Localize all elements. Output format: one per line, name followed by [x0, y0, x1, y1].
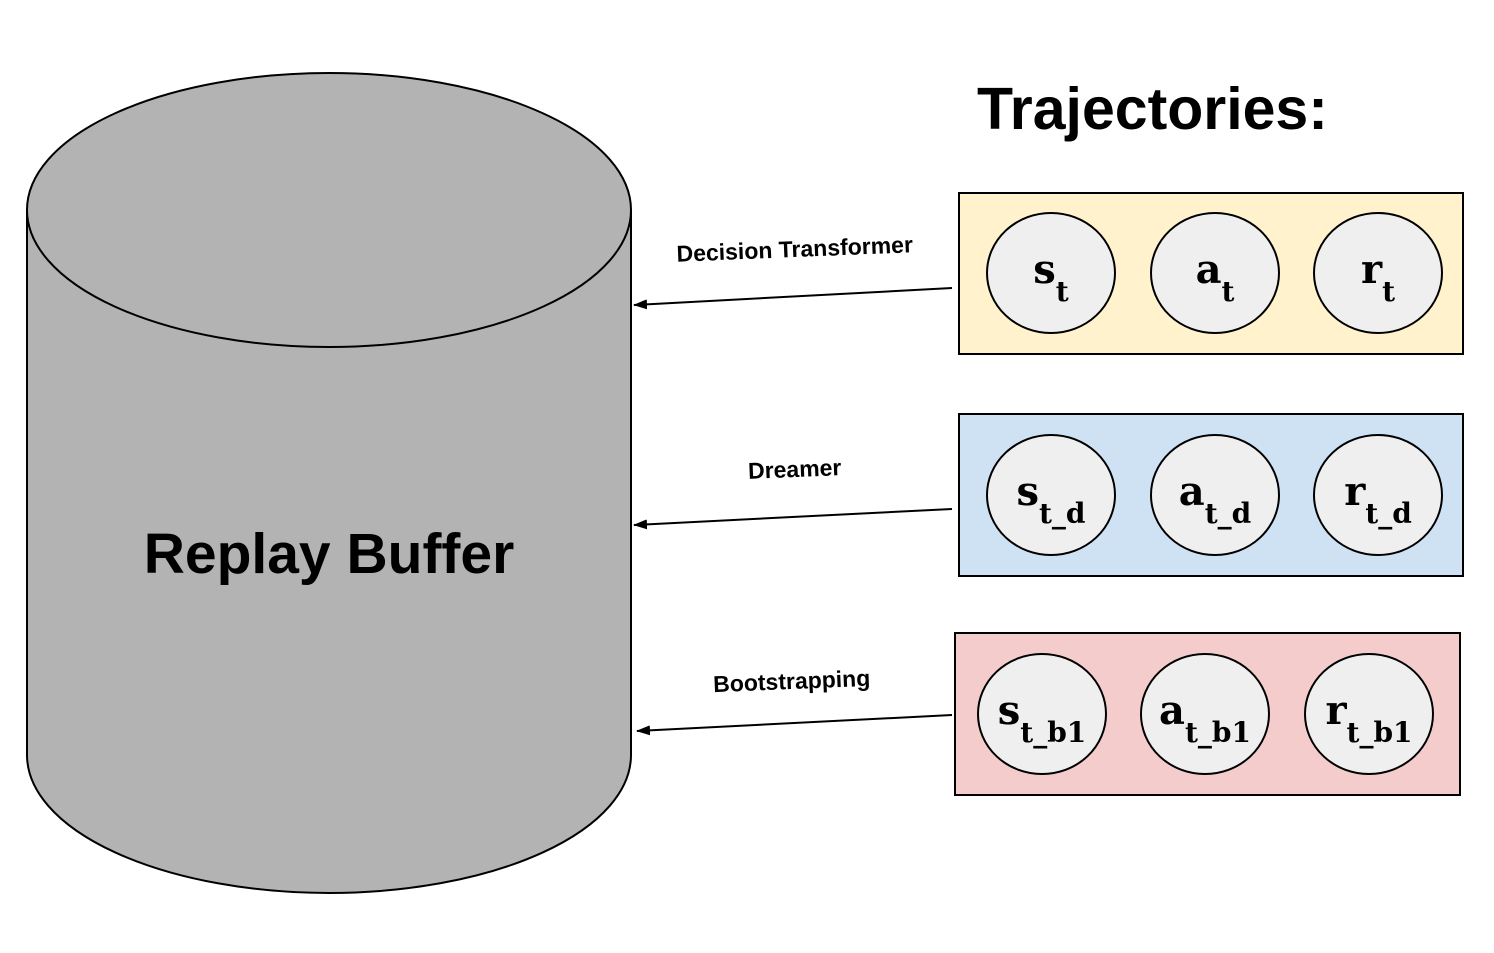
bootstrapping-row: Bootstrapping st_b1 at_b1 rt_b1: [636, 632, 1461, 796]
action-circle: [1140, 653, 1270, 775]
action-node: at_d: [1150, 434, 1280, 556]
replay-buffer-cylinder: Replay Buffer: [26, 72, 632, 894]
action-node: at_b1: [1140, 653, 1270, 775]
trajectories-title: Trajectories:: [977, 76, 1328, 142]
bootstrapping-arrow: [636, 714, 953, 736]
action-circle: [1150, 434, 1280, 556]
reward-subscript: t: [1382, 275, 1395, 308]
state-node: st_b1: [977, 653, 1107, 775]
cylinder-top: [26, 72, 632, 348]
cylinder-body: [26, 210, 632, 894]
state-subscript: t: [1056, 275, 1069, 308]
decision-transformer-label: Decision Transformer: [676, 231, 913, 266]
state-circle: [986, 434, 1116, 556]
state-subscript: t_b1: [1020, 716, 1086, 749]
dreamer-arrow: [633, 508, 953, 530]
reward-subscript: t_d: [1365, 497, 1412, 530]
state-node: st_d: [986, 434, 1116, 556]
action-node: at: [1150, 212, 1280, 334]
reward-node: rt: [1313, 212, 1443, 334]
action-subscript: t: [1221, 275, 1234, 308]
bootstrapping-label: Bootstrapping: [713, 665, 871, 697]
state-subscript: t_d: [1039, 497, 1086, 530]
action-circle: [1150, 212, 1280, 334]
decision-transformer-arrow: [633, 287, 953, 310]
reward-node: rt_d: [1313, 434, 1443, 556]
dreamer-label: Dreamer: [748, 454, 842, 484]
reward-subscript: t_b1: [1347, 716, 1413, 749]
state-node: st: [986, 212, 1116, 334]
action-subscript: t_d: [1205, 497, 1252, 530]
action-subscript: t_b1: [1185, 716, 1251, 749]
reward-circle: [1313, 434, 1443, 556]
replay-buffer-label: Replay Buffer: [144, 522, 515, 586]
dreamer-row: Dreamer st_d at_d rt_d: [633, 413, 1464, 577]
reward-node: rt_b1: [1304, 653, 1434, 775]
state-circle: [977, 653, 1107, 775]
reward-circle: [1304, 653, 1434, 775]
state-circle: [986, 212, 1116, 334]
reward-circle: [1313, 212, 1443, 334]
